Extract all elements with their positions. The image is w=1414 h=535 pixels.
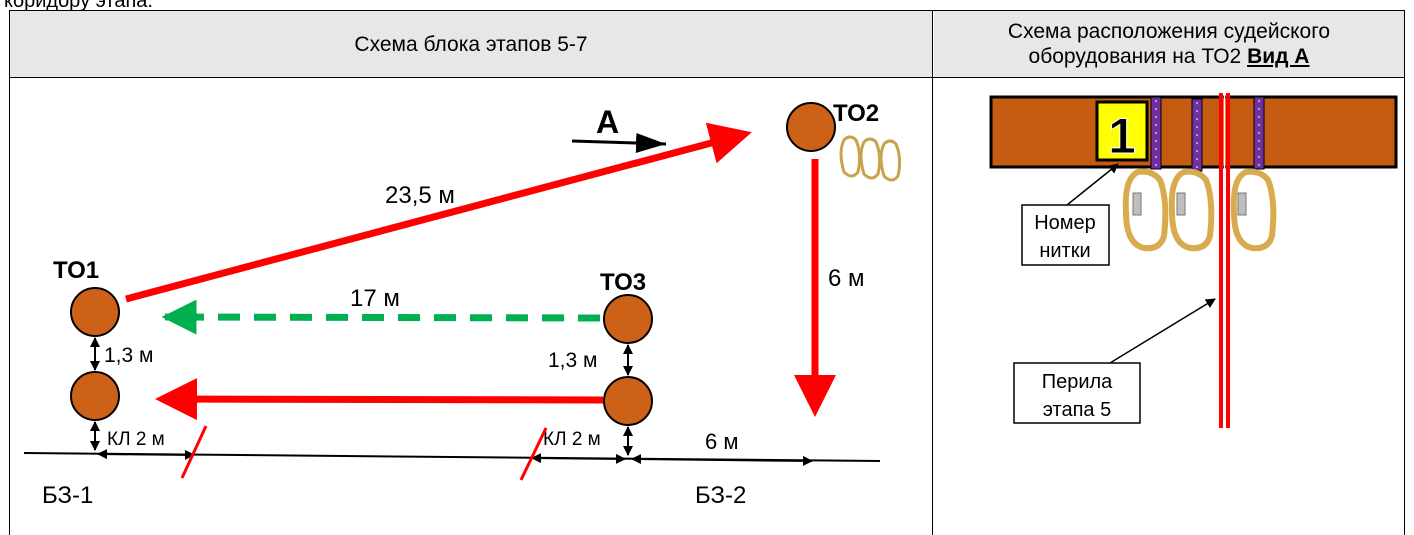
thread-number-badge [1095, 100, 1149, 162]
right-header-cell: Схема расположения судейского оборудован… [934, 11, 1404, 77]
distance-kl-right: КЛ 2 м [543, 429, 601, 450]
node-to3 [603, 294, 653, 344]
left-header-cell: Схема блока этапов 5-7 [10, 11, 932, 77]
callout-thread-line1: Номер [1034, 212, 1096, 234]
distance-kl-left: КЛ 2 м [107, 429, 165, 450]
distance-to1-gap: 1,3 м [104, 344, 153, 367]
zone-bz2: БЗ-2 [695, 482, 746, 509]
rope-bottom [155, 378, 604, 421]
table-border-left [9, 10, 10, 535]
distance-to3-gap: 1,3 м [548, 349, 597, 372]
callout-rail-line1: Перила [1042, 371, 1113, 393]
thread-number: 1 [1108, 108, 1136, 164]
label-to2: ТО2 [833, 100, 879, 127]
carabiner-icon-3 [1230, 168, 1277, 252]
callout-line-thread [1066, 163, 1119, 206]
node-to2 [786, 102, 836, 152]
table-border-right [1404, 10, 1405, 535]
label-to1: ТО1 [53, 257, 99, 284]
callout-box-rail [1013, 362, 1141, 424]
control-line-right [519, 427, 548, 481]
view-direction-arrow [571, 133, 667, 154]
view-direction-label: А [596, 104, 619, 140]
dim-arrow-kl-left [97, 449, 195, 460]
control-line-left [180, 425, 208, 479]
node-to3-lower [603, 376, 653, 426]
strap-2 [1191, 98, 1203, 172]
carabiner-icon-1 [1122, 168, 1169, 252]
zone-bz1: БЗ-1 [42, 482, 93, 509]
callout-rail-line2: этапа 5 [1043, 399, 1111, 421]
callout-line-rail [1109, 298, 1216, 364]
dashed-to3-to1 [161, 299, 601, 335]
top-continuation-text: коридору этапа. [4, 0, 153, 12]
left-header-title: Схема блока этапов 5-7 [354, 32, 588, 56]
distance-to3-to1: 17 м [350, 285, 400, 312]
view-a-label: Вид А [1247, 45, 1310, 68]
rope-to1-to2 [125, 122, 752, 303]
right-header-line1: Схема расположения судейского [1007, 20, 1331, 43]
right-header-line2: оборудования на ТО2 Вид А [1028, 45, 1310, 68]
table-border-middle [932, 10, 933, 535]
callout-thread-line2: нитки [1039, 240, 1090, 262]
callout-box-thread [1021, 204, 1110, 266]
distance-to2-down: 6 м [828, 265, 865, 292]
table-border-header-bottom [9, 77, 1405, 78]
table-border-top [9, 10, 1405, 11]
distance-bottom-right: 6 м [705, 429, 738, 454]
dim-arrow-kl-right [531, 453, 626, 464]
distance-to1-to2: 23,5 м [385, 182, 455, 209]
dim-arrow-bottom-right [631, 454, 813, 466]
strap-1 [1150, 96, 1162, 170]
carabiner-icon-2 [1168, 168, 1215, 252]
node-to1 [70, 287, 120, 337]
label-to3: ТО3 [600, 269, 646, 296]
strap-3 [1253, 96, 1265, 170]
carabiners-small-icon [839, 135, 902, 182]
node-to1-lower [70, 371, 120, 421]
